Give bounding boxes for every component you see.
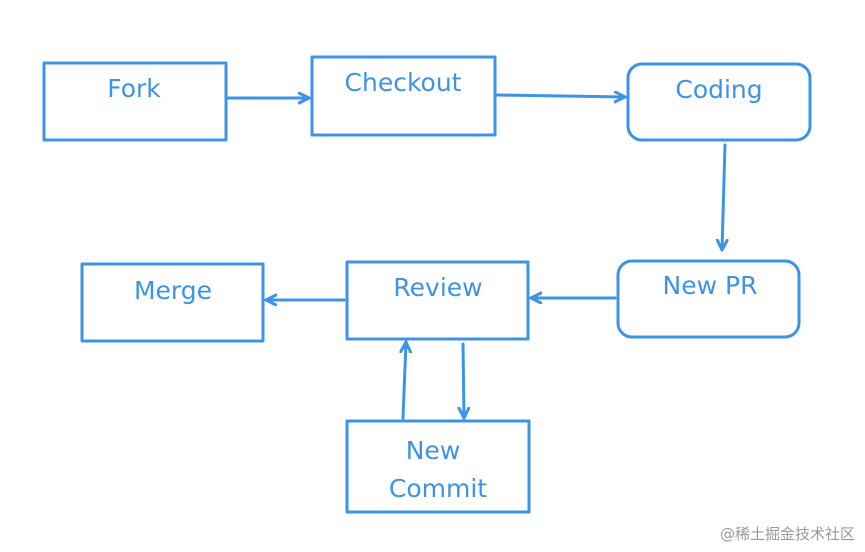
new-commit-box [345,419,531,514]
checkout-label: Checkout [345,68,462,97]
coding-box [626,62,812,142]
watermark: @稀土掘金技术社区 [719,525,855,543]
fork-box [42,61,228,142]
merge-box [80,262,265,343]
arrow-review-to-new-commit [463,342,464,420]
new-pr-box [616,259,801,339]
arrow-checkout-to-coding [495,95,627,97]
merge-label: Merge [134,276,212,305]
new-pr-label: New PR [663,271,758,300]
coding-label: Coding [675,75,762,104]
review-box [345,260,530,341]
new-commit-label-line2: Commit [389,474,487,503]
review-label: Review [393,273,482,302]
arrow-new-commit-to-review [403,340,406,420]
checkout-box [310,55,497,137]
arrow-coding-to-new-pr [722,143,725,252]
fork-label: Fork [107,74,161,103]
new-commit-label-line1: New [406,436,461,465]
